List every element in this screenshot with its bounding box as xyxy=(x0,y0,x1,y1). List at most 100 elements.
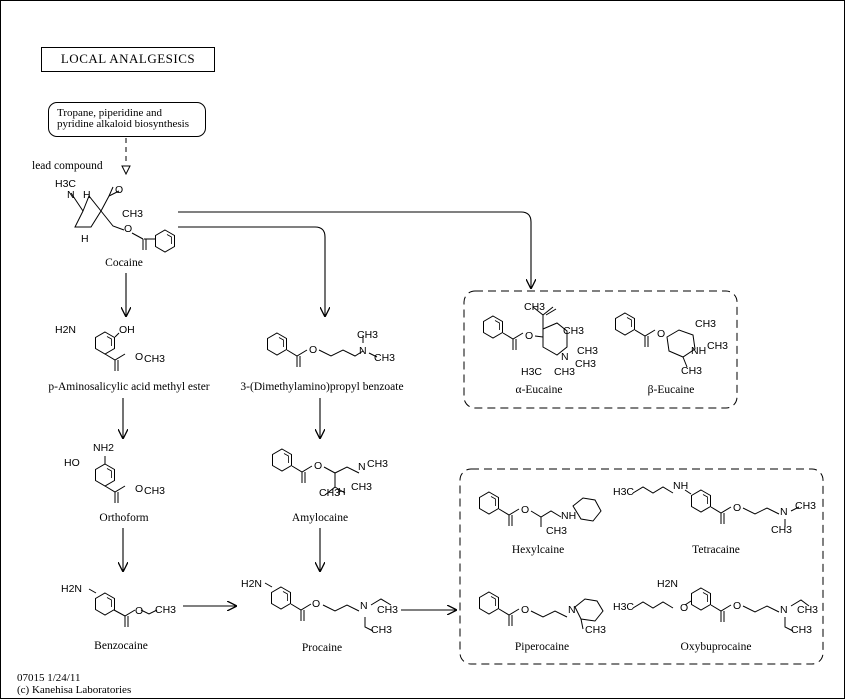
compound-benzocaine[interactable]: Benzocaine xyxy=(94,640,148,652)
compound-oxybuprocaine[interactable]: Oxybuprocaine xyxy=(680,641,752,653)
structures xyxy=(70,186,810,632)
pathway-link-line2: pyridine alkaloid biosynthesis xyxy=(57,118,189,130)
atom-label: H xyxy=(81,233,89,245)
atom-label: H2N xyxy=(61,583,83,595)
atom-label: H3C xyxy=(521,366,543,378)
atom-label: CH3 xyxy=(367,458,389,470)
atom-label: CH3 xyxy=(563,325,585,337)
structure-benzocaine xyxy=(88,588,158,627)
compound-dimethylaminopropyl-benzoate[interactable]: 3-(Dimethylamino)propyl benzoate xyxy=(240,381,404,393)
atom-label: H2N xyxy=(241,578,263,590)
pathway-link-line1: Tropane, piperidine and xyxy=(57,107,162,119)
compound-piperocaine[interactable]: Piperocaine xyxy=(514,641,570,653)
atom-label: NH xyxy=(691,345,707,357)
atom-label: CH3 xyxy=(707,340,729,352)
atom-label: CH3 xyxy=(144,353,166,365)
ester-analogs-group-box xyxy=(459,468,824,665)
atom-label: CH3 xyxy=(546,525,568,537)
atom-label: O xyxy=(521,504,530,516)
atom-label: O xyxy=(733,502,742,514)
atom-label: CH3 xyxy=(681,365,703,377)
atom-label: N xyxy=(360,600,368,612)
compound-cocaine[interactable]: Cocaine xyxy=(105,257,143,269)
atom-label: O xyxy=(657,328,666,340)
atom-label: N xyxy=(358,461,366,473)
atom-label: H2N xyxy=(657,578,679,590)
atom-label: CH3 xyxy=(377,604,399,616)
atom-label: H xyxy=(83,189,91,201)
atom-label: O xyxy=(312,598,321,610)
atom-label: O xyxy=(135,351,144,363)
atom-label: H3C xyxy=(613,601,635,613)
atom-label: OH xyxy=(119,324,135,336)
compound-tetracaine[interactable]: Tetracaine xyxy=(692,544,740,556)
compound-p-aminosalicylic-acid-methyl-ester[interactable]: p-Aminosalicylic acid methyl ester xyxy=(48,381,210,393)
atom-label: N xyxy=(568,604,576,616)
atom-label: N xyxy=(359,345,367,357)
structure-alpha-eucaine xyxy=(483,306,568,356)
map-title: LOCAL ANALGESICS xyxy=(41,47,215,72)
atom-label: CH3 xyxy=(155,604,177,616)
atom-label: O xyxy=(135,483,144,495)
atom-label: CH3 xyxy=(554,366,576,378)
structure-pamsme xyxy=(95,331,126,371)
atom-label: H2N xyxy=(55,324,77,336)
atom-label: CH3 xyxy=(144,485,166,497)
atom-label: CH3 xyxy=(795,500,817,512)
atom-label: CH3 xyxy=(771,524,793,536)
eucaine-group-box xyxy=(463,290,738,409)
structure-cocaine xyxy=(70,186,175,253)
atom-label: O xyxy=(309,344,318,356)
compound-alpha-eucaine[interactable]: α-Eucaine xyxy=(515,384,563,396)
atom-label: CH3 xyxy=(695,318,717,330)
structure-amylocaine xyxy=(272,448,360,496)
atom-label: CH3 xyxy=(357,329,379,341)
atom-label: O xyxy=(314,460,323,472)
arrow-cocaine-to-eucaine xyxy=(178,211,531,288)
atom-label: NH xyxy=(673,480,689,492)
atom-label: CH3 xyxy=(575,358,597,370)
atom-label: CH3 xyxy=(791,624,813,636)
map-id: 07015 1/24/11 xyxy=(17,672,81,684)
atom-label: H3C xyxy=(613,486,635,498)
lead-compound-label: lead compound xyxy=(32,160,103,172)
atom-label: CH3 xyxy=(577,345,599,357)
reaction-arrows xyxy=(123,211,531,610)
compound-amylocaine[interactable]: Amylocaine xyxy=(291,512,349,524)
compound-hexylcaine[interactable]: Hexylcaine xyxy=(511,544,565,556)
atom-label: O xyxy=(525,330,534,342)
pathway-link-tropane[interactable]: Tropane, piperidine and pyridine alkaloi… xyxy=(48,102,206,137)
atom-label: CH3 xyxy=(524,301,546,313)
atom-label: CH3 xyxy=(319,487,341,499)
atom-label: O xyxy=(115,184,124,196)
structure-beta-eucaine xyxy=(615,312,696,368)
atom-label: O xyxy=(733,600,742,612)
atom-label: CH3 xyxy=(374,352,396,364)
structure-tetracaine xyxy=(632,486,800,527)
atom-label: H3C xyxy=(55,178,77,190)
atom-label: NH2 xyxy=(93,442,115,454)
copyright: (c) Kanehisa Laboratories xyxy=(17,684,132,696)
structure-piperocaine xyxy=(479,591,604,630)
compound-orthoform[interactable]: Orthoform xyxy=(99,512,149,524)
compound-procaine[interactable]: Procaine xyxy=(301,642,343,654)
structure-oxybuprocaine xyxy=(632,587,810,632)
atom-label: N xyxy=(780,506,788,518)
atom-label: O xyxy=(124,223,133,235)
structure-dmapb xyxy=(267,332,378,367)
atom-label: CH3 xyxy=(351,481,373,493)
atom-label: H xyxy=(338,486,346,498)
atom-label: N xyxy=(561,351,569,363)
atom-label: N xyxy=(780,604,788,616)
compound-beta-eucaine[interactable]: β-Eucaine xyxy=(647,384,695,396)
atom-label: NH xyxy=(561,510,577,522)
structure-hexylcaine xyxy=(479,491,602,527)
structure-procaine xyxy=(264,582,392,632)
atom-label: CH3 xyxy=(371,624,393,636)
atom-label: O xyxy=(680,602,689,614)
structure-orthoform xyxy=(95,456,126,503)
atom-label: O xyxy=(521,604,530,616)
atom-label: CH3 xyxy=(122,208,144,220)
